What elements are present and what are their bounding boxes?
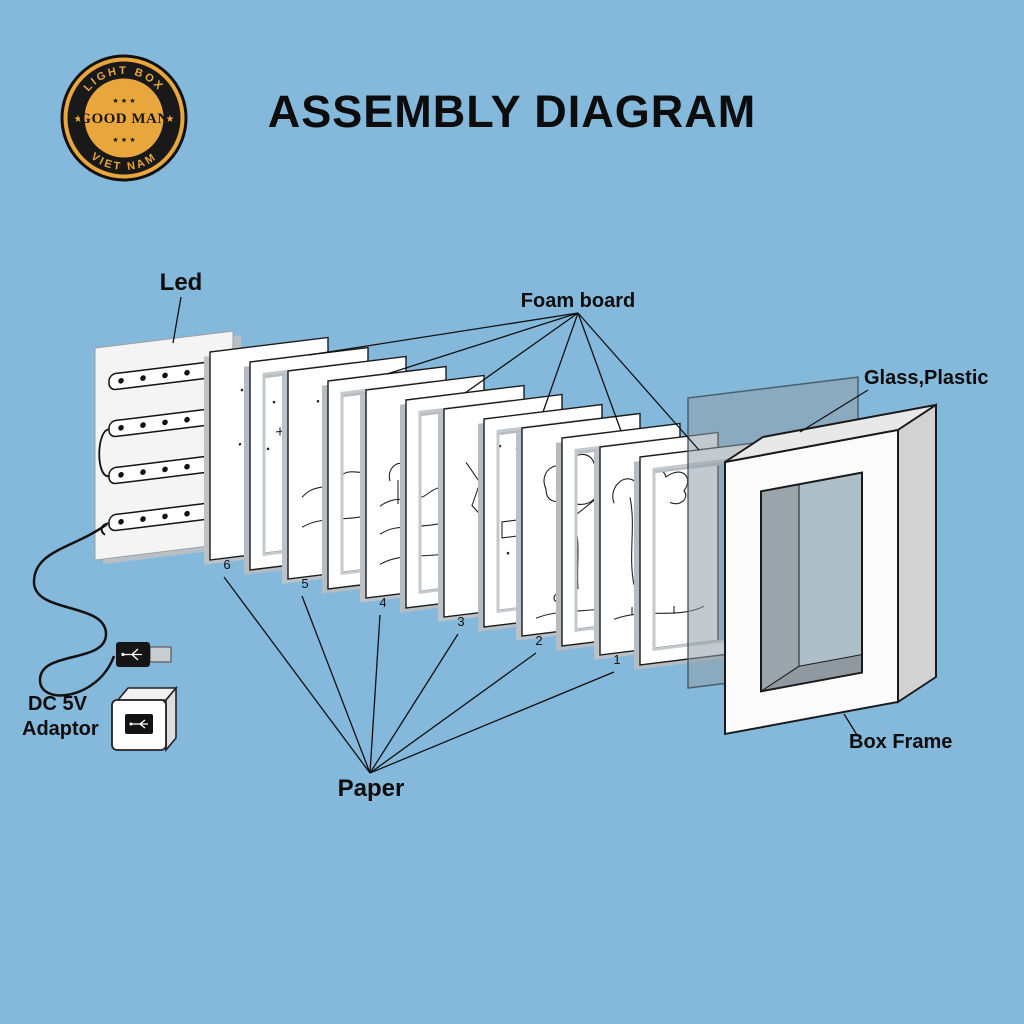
layer-number-4: 4 [379, 595, 386, 610]
layer-number-6: 6 [223, 557, 230, 572]
glass-plastic-label: Glass,Plastic [864, 367, 989, 389]
box-frame-label: Box Frame [849, 731, 952, 753]
adaptor-label-line2: Adaptor [22, 718, 99, 740]
layer-number-5: 5 [301, 576, 308, 591]
badge-stars-bottom: ★ ★ ★ [112, 136, 135, 144]
box-frame [724, 403, 937, 736]
led-label: Led [160, 269, 203, 296]
paper-label: Paper [338, 775, 405, 802]
power-cable [32, 522, 116, 697]
layer-numbers: 6 5 4 3 2 1 [223, 557, 620, 667]
foam-board-leader-lines [308, 312, 700, 451]
layer-number-2: 2 [535, 633, 542, 648]
page-title: ASSEMBLY DIAGRAM [267, 86, 757, 137]
layer-number-1: 1 [613, 652, 620, 667]
power-adaptor-icon [111, 685, 178, 753]
badge-brand-text: GOOD MAN [79, 111, 168, 127]
foam-board-label: Foam board [521, 290, 635, 312]
badge-stars-top: ★ ★ ★ [112, 97, 135, 105]
led-leader-line [172, 296, 182, 344]
badge-left-star-icon: ★ [74, 114, 83, 125]
layer-stack [203, 336, 760, 672]
badge-right-star-icon: ★ [166, 114, 175, 125]
badge-band [67, 61, 181, 175]
paper-leader-lines [223, 576, 615, 774]
layer-number-3: 3 [457, 614, 464, 629]
brand-badge-logo: LIGHT BOX VIET NAM ★ ★ ★ ★ ★ ★ ★ ★ GOOD … [60, 54, 188, 182]
adaptor-label-line1: DC 5V [28, 693, 88, 715]
glass-leader-line [799, 389, 869, 433]
box-frame-leader-line [843, 713, 858, 736]
usb-plug-icon [116, 642, 172, 667]
